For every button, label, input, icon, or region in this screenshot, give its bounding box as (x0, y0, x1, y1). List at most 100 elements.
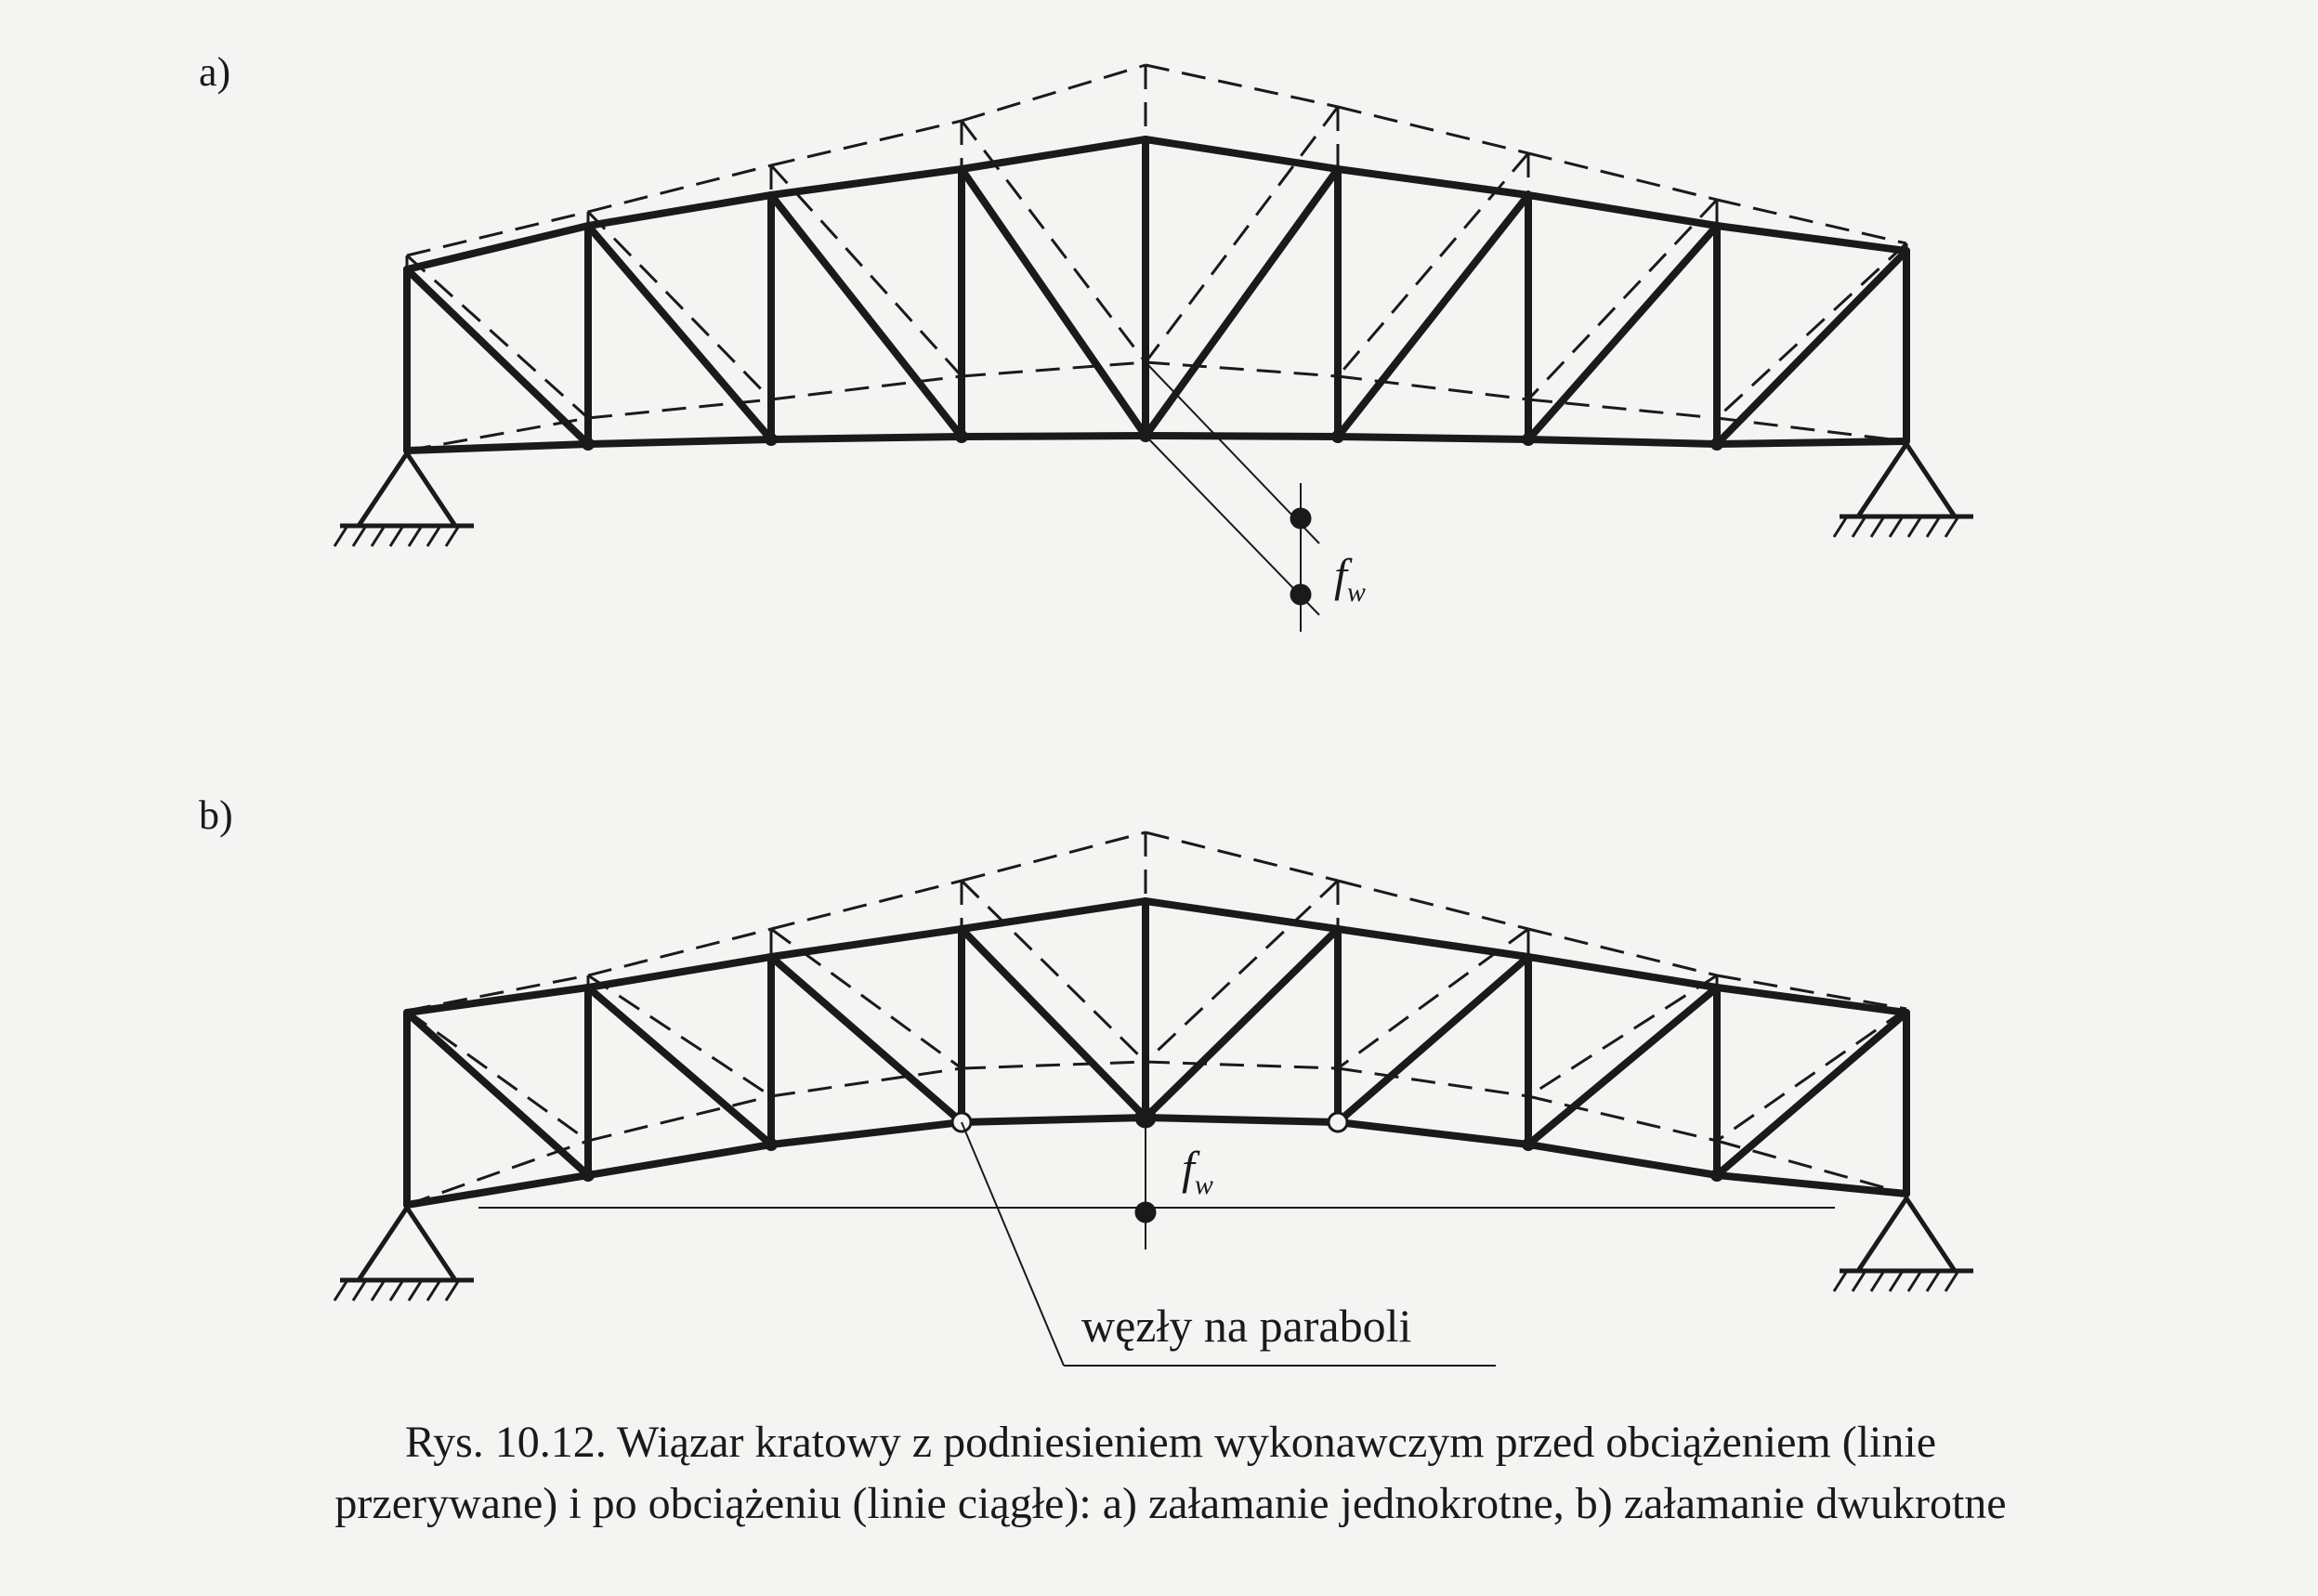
truss-b-dashed-top-chord (1527, 927, 1718, 977)
truss-a-diagonal (1525, 222, 1721, 443)
ground-hatch-a-right (1906, 516, 1923, 538)
truss-b-diagonal (1334, 953, 1532, 1126)
truss-b-bottom-chord (403, 1171, 592, 1209)
caption-line-2: przerywane) i po obciążeniu (linie ciągł… (334, 1479, 2007, 1528)
ground-hatch-b-right (1851, 1270, 1867, 1292)
truss-a-bottom-chord (1525, 436, 1721, 448)
truss-a-top-chord (584, 191, 775, 229)
truss-a-bottom-chord (403, 440, 592, 454)
truss-a-diagonal (584, 222, 775, 443)
truss-b-diagonal (584, 984, 775, 1148)
truss-b-bottom-chord (767, 1119, 965, 1148)
ground-hatch-a-right (1869, 516, 1886, 538)
truss-b-bottom-chord (1713, 1171, 1910, 1197)
deflection-point-b-bottom (1134, 1201, 1157, 1223)
truss-b-bottom-chord (1142, 1114, 1342, 1126)
truss-a-dashed-diagonal (1336, 152, 1530, 377)
truss-a-dashed-bottom-chord (406, 416, 589, 452)
truss-b-diagonal (1525, 984, 1721, 1148)
ground-hatch-b-right (1906, 1270, 1923, 1292)
truss-b-dashed-diagonal (1144, 879, 1340, 1064)
ground-hatch-b-left (333, 1279, 349, 1302)
truss-a-dashed-bottom-chord (1337, 374, 1529, 401)
truss-b-top-chord (1713, 984, 1910, 1016)
deflection-point-b-top (1134, 1106, 1157, 1129)
ground-hatch-a-left (444, 525, 461, 547)
truss-b-dashed-bottom-chord (961, 1060, 1146, 1070)
ground-hatch-a-left (370, 525, 386, 547)
truss-a-diagonal (1334, 191, 1532, 440)
ground-hatch-b-left (370, 1279, 386, 1302)
deflection-label-b: fw (1182, 1142, 1213, 1200)
ground-hatch-a-right (1832, 516, 1849, 538)
truss-a-joint (1331, 430, 1344, 443)
truss-b-top-chord (767, 925, 965, 961)
truss-a-diagonal (403, 266, 592, 448)
truss-b-top-chord (958, 897, 1149, 933)
truss-b-top-chord (584, 953, 775, 991)
truss-a-joint (1710, 438, 1723, 451)
deflection-label-a: fw (1334, 549, 1366, 608)
truss-a-joint (765, 433, 778, 446)
truss-a-bottom-chord (1142, 432, 1342, 440)
truss-a-diagonal (767, 191, 965, 440)
truss-b-diagonal (403, 1009, 592, 1179)
ground-hatch-b-left (407, 1279, 424, 1302)
truss-a-dashed-diagonal (1144, 106, 1340, 363)
truss-b-dashed-bottom-chord (1337, 1066, 1529, 1098)
support-a-right (1853, 439, 1959, 519)
truss-a-dashed-top-chord (1716, 198, 1907, 245)
truss-a-top-chord (1334, 165, 1532, 199)
caption-line-1: Rys. 10.12. Wiązar kratowy z podniesieni… (404, 1418, 1937, 1467)
deflection-point-a-top (1290, 507, 1312, 530)
ground-hatch-b-left (426, 1279, 442, 1302)
truss-b-dashed-top-chord (1145, 831, 1339, 883)
truss-b-top-chord (1525, 953, 1721, 991)
truss-b-dashed-top-chord (961, 831, 1146, 883)
truss-b-dashed-top-chord (587, 927, 772, 977)
ground-hatch-b-left (444, 1279, 461, 1302)
truss-a-dashed-bottom-chord (770, 374, 963, 401)
truss-a-top-chord (403, 222, 592, 273)
truss-a-dashed-diagonal (1715, 242, 1908, 420)
deflection-point-a-bottom (1290, 583, 1312, 606)
truss-b-dashed-diagonal (1716, 1007, 1907, 1143)
truss-a-dashed-top-chord (1337, 105, 1529, 155)
deflection-guide-a (1145, 435, 1320, 616)
truss-a-dashed-bottom-chord (1527, 398, 1718, 420)
truss-b-top-chord (1334, 925, 1532, 961)
truss-b-bottom-chord (584, 1141, 775, 1179)
truss-a-joint (1522, 433, 1535, 446)
truss-b-diagonal (767, 953, 965, 1126)
truss-a-diagonal (1142, 165, 1342, 439)
panel-a-label: a) (199, 49, 231, 95)
truss-a-dashed-top-chord (1527, 151, 1718, 202)
ground-hatch-a-left (388, 525, 405, 547)
ground-hatch-a-right (1944, 516, 1960, 538)
truss-b-dashed-diagonal (960, 879, 1147, 1064)
truss-b-diagonal (1713, 1009, 1910, 1179)
truss-b-top-chord (1142, 897, 1342, 933)
figure-caption: Rys. 10.12. Wiązar kratowy z podniesieni… (102, 1412, 2239, 1535)
truss-b-joint (582, 1169, 595, 1182)
truss-b-joint (1710, 1169, 1723, 1182)
deflection-guide-a (1145, 361, 1320, 544)
truss-a-dashed-top-chord (961, 63, 1146, 123)
ground-hatch-b-right (1869, 1270, 1886, 1292)
truss-a-dashed-diagonal (586, 210, 773, 401)
ground-hatch-a-left (407, 525, 424, 547)
ground-hatch-b-right (1832, 1270, 1849, 1292)
truss-a-diagonal (1713, 247, 1910, 448)
truss-b-joint (765, 1138, 778, 1151)
truss-b-dashed-top-chord (406, 974, 589, 1013)
truss-a-top-chord (1713, 222, 1910, 255)
support-b-right (1853, 1194, 1959, 1274)
truss-b-dashed-bottom-chord (587, 1094, 772, 1143)
truss-b-dashed-bottom-chord (1145, 1060, 1339, 1070)
truss-a-bottom-chord (767, 433, 965, 443)
truss-a-bottom-chord (584, 436, 775, 448)
truss-a-bottom-chord (958, 432, 1149, 440)
parabola-nodes-annotation: węzły na paraboli (1081, 1300, 1412, 1352)
truss-b-dashed-diagonal (587, 974, 772, 1098)
